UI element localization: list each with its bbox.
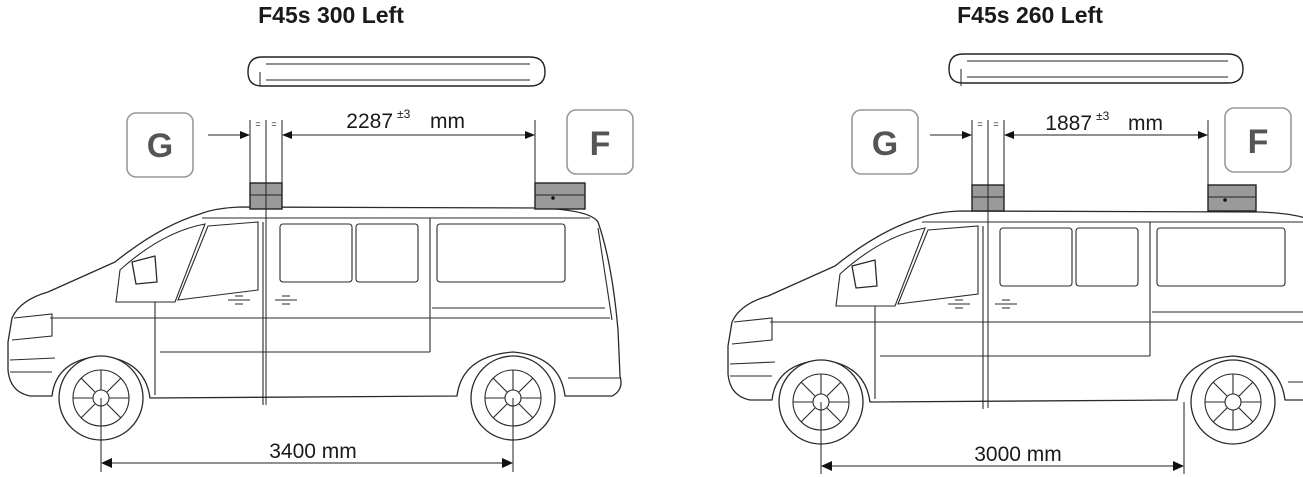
bracket-dim-value: 1887 xyxy=(1045,112,1092,135)
diagram-title: F45s 300 Left xyxy=(258,2,404,28)
badge-g-label: G xyxy=(147,127,173,165)
badge-f-label: F xyxy=(1248,123,1269,161)
equal-mark: = xyxy=(993,119,998,129)
awning-cassette xyxy=(948,53,1244,86)
badge-f: F xyxy=(1224,107,1292,173)
bracket-dim-value: 2287 xyxy=(346,110,393,133)
bracket-f xyxy=(534,182,586,210)
bracket-dimension: = = 2287 ±3 mm xyxy=(208,107,536,405)
equal-mark: = xyxy=(255,119,260,129)
equal-mark: = xyxy=(977,119,982,129)
bracket-dim-unit: mm xyxy=(1128,112,1163,135)
diagram-left: F45s 300 Left G F xyxy=(7,2,634,472)
badge-f: F xyxy=(566,109,634,175)
bracket-dim-tolerance: ±3 xyxy=(1096,109,1110,123)
wheelbase-dimension: 3000 mm xyxy=(820,402,1185,474)
badge-g: G xyxy=(851,109,919,175)
wheelbase-label: 3000 mm xyxy=(974,443,1062,466)
awning-cassette xyxy=(247,56,546,87)
bracket-dimension: = = 1887 ±3 mm xyxy=(930,109,1209,408)
wheelbase-label: 3400 mm xyxy=(269,440,357,463)
van-illustration xyxy=(7,206,622,441)
diagram-right: F45s 260 Left G F xyxy=(727,2,1303,474)
wheelbase-dimension: 3400 mm xyxy=(100,398,514,472)
bracket-dim-tolerance: ±3 xyxy=(397,107,411,121)
van-illustration xyxy=(727,210,1303,445)
badge-f-label: F xyxy=(590,125,611,163)
diagram-title: F45s 260 Left xyxy=(957,2,1103,28)
bracket-f xyxy=(1207,184,1257,212)
equal-mark: = xyxy=(271,119,276,129)
bracket-dim-unit: mm xyxy=(430,110,465,133)
badge-g: G xyxy=(126,112,194,178)
badge-g-label: G xyxy=(872,125,898,163)
